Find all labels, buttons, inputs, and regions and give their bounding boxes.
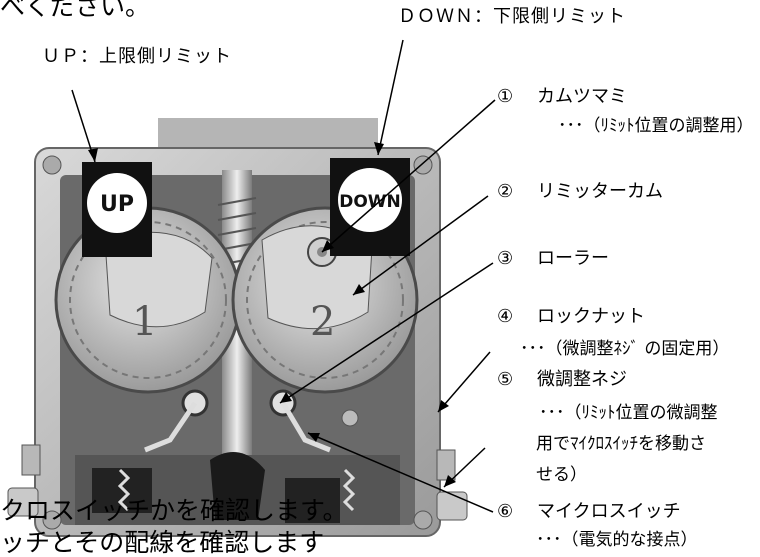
corner-screw (413, 155, 433, 175)
callout-6-number: ⑥ (497, 501, 514, 522)
gear-number-1: 1 (132, 299, 157, 345)
left-adjust-screw (7, 487, 39, 517)
callout-5-sub-3: せる） (536, 465, 587, 485)
callout-3-number: ③ (497, 248, 514, 269)
callout-5-number: ⑤ (497, 369, 514, 390)
cable (210, 452, 265, 520)
callout-2-number: ② (497, 181, 514, 202)
bottom-text-line-1: クロスイッチかを確認します。 (0, 496, 348, 525)
callout-1-number: ① (497, 86, 514, 107)
top-partial-text: べください。 (0, 0, 151, 21)
corner-screw (413, 510, 433, 530)
gear-number-2: 2 (310, 299, 335, 345)
callout-5-sub-1: ･･･（ﾘﾐｯﾄ位置の微調整 (539, 403, 718, 423)
callout-5-sub-2: 用でﾏｲｸﾛｽｲｯﾁを移動さ (536, 434, 706, 454)
corner-screw (42, 510, 62, 530)
right-lock-nut (436, 449, 456, 481)
callout-5-label: 微調整ネジ (537, 369, 627, 390)
up-limit-label: ＵＰ：上限側リミット (42, 46, 232, 67)
callout-4-label: ロックナット (537, 306, 645, 327)
right-adjust-screw (436, 491, 468, 521)
callout-1-label: カムツマミ (537, 86, 627, 107)
corner-screw (42, 155, 62, 175)
down-limit-label: ＤＯＷＮ：下限側リミット (398, 6, 626, 27)
right-micro-switch (285, 478, 340, 523)
callout-3-label: ローラー (537, 248, 609, 269)
callout-6-sub: ･･･（電気的な接点） (536, 530, 698, 550)
callout-6-label: マイクロスイッチ (537, 501, 681, 522)
up-badge-text: UP (100, 192, 134, 217)
callout-4-number: ④ (497, 306, 514, 327)
left-lock-nut (21, 444, 41, 476)
bottom-text-line-2: ッチとその配線を確認します (0, 528, 325, 557)
callout-1-sub: ･･･（ﾘﾐｯﾄ位置の調整用） (558, 116, 754, 136)
callout-4-sub: ･･･（微調整ﾈｼﾞ の固定用） (520, 339, 730, 359)
callout-2-label: リミッターカム (537, 181, 663, 202)
